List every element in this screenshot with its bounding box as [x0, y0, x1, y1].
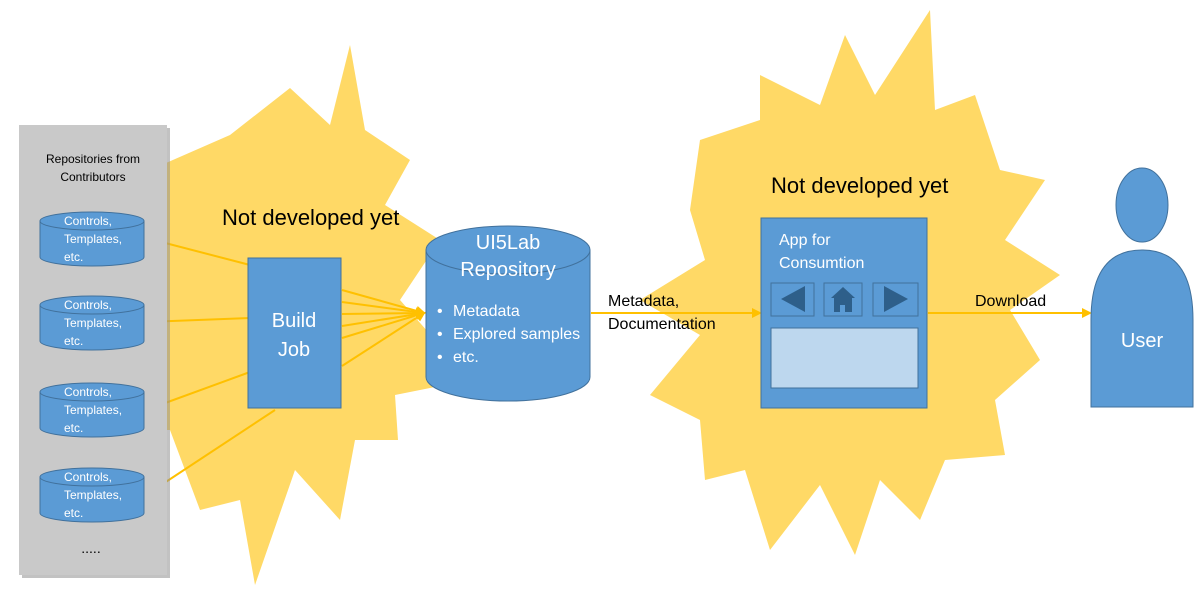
contributor-repo-1-line3: etc.	[64, 250, 83, 264]
repository-title-line2: Repository	[460, 259, 556, 281]
user-body-icon	[1090, 249, 1194, 408]
contributor-repo-1-line2: Templates,	[64, 232, 122, 246]
build-job-label-line2: Job	[278, 339, 310, 361]
back-arrow-icon	[781, 286, 805, 312]
arrow-build-repo-5	[341, 310, 426, 339]
contributors-panel: Repositories from Contributors Controls,…	[19, 125, 170, 578]
contributors-title-line1: Repositories from	[46, 152, 140, 166]
contributor-repo-4-line2: Templates,	[64, 488, 122, 502]
repository-title-line1: UI5Lab	[476, 232, 541, 254]
contributor-repo-2-line1: Controls,	[64, 298, 112, 312]
app-status-label: Not developed yet	[771, 173, 948, 198]
forward-arrow-icon	[884, 286, 908, 312]
repository-bullet-3-dot: •	[437, 349, 443, 366]
arrow-build-repo-3	[341, 308, 426, 319]
build-status-label: Not developed yet	[222, 205, 399, 230]
contributor-repo-2-line3: etc.	[64, 334, 83, 348]
contributors-title-line2: Contributors	[60, 170, 125, 184]
repository-bullet-1: Metadata	[453, 303, 520, 320]
user-node: User	[1090, 167, 1194, 408]
contributor-repo-1: Controls, Templates, etc.	[39, 211, 145, 267]
user-label: User	[1121, 330, 1164, 352]
contributor-repo-2-line2: Templates,	[64, 316, 122, 330]
app-node: App for Consumtion	[760, 217, 928, 409]
repository-bullet-1-dot: •	[437, 303, 443, 320]
arrow-build-repo-4	[341, 309, 426, 327]
app-content-area	[770, 327, 919, 389]
contributor-repo-2: Controls, Templates, etc.	[39, 295, 145, 351]
repository-bullet-2: Explored samples	[453, 326, 580, 343]
contributor-repo-4-line1: Controls,	[64, 470, 112, 484]
contributor-repo-4: Controls, Templates, etc.	[39, 467, 145, 523]
repository-bullet-2-dot: •	[437, 326, 443, 343]
app-title-line2: Consumtion	[779, 255, 864, 272]
arrow-build-repo-6	[341, 311, 426, 367]
contributor-repo-4-line3: etc.	[64, 506, 83, 520]
contributor-repo-3-line2: Templates,	[64, 403, 122, 417]
build-job-node: Build Job	[247, 257, 342, 409]
contributor-repo-3: Controls, Templates, etc.	[39, 382, 145, 438]
edge-label-metadata: Metadata,	[608, 293, 679, 310]
app-title-line1: App for	[779, 232, 831, 249]
ui5lab-repository-node: UI5Lab Repository • Metadata • Explored …	[425, 225, 591, 402]
contributor-repo-3-line3: etc.	[64, 421, 83, 435]
build-job-label-line1: Build	[272, 310, 316, 332]
edge-label-download: Download	[975, 293, 1046, 310]
arrow-build-repo-2	[341, 301, 426, 317]
arrow-build-repo-1	[341, 289, 426, 316]
contributor-repo-3-line1: Controls,	[64, 385, 112, 399]
home-icon	[831, 287, 855, 312]
contributor-repo-1-line1: Controls,	[64, 214, 112, 228]
user-head-icon	[1115, 167, 1169, 243]
repository-bullet-3: etc.	[453, 349, 479, 366]
edge-label-documentation: Documentation	[608, 316, 716, 333]
contributors-more: .....	[81, 540, 100, 556]
